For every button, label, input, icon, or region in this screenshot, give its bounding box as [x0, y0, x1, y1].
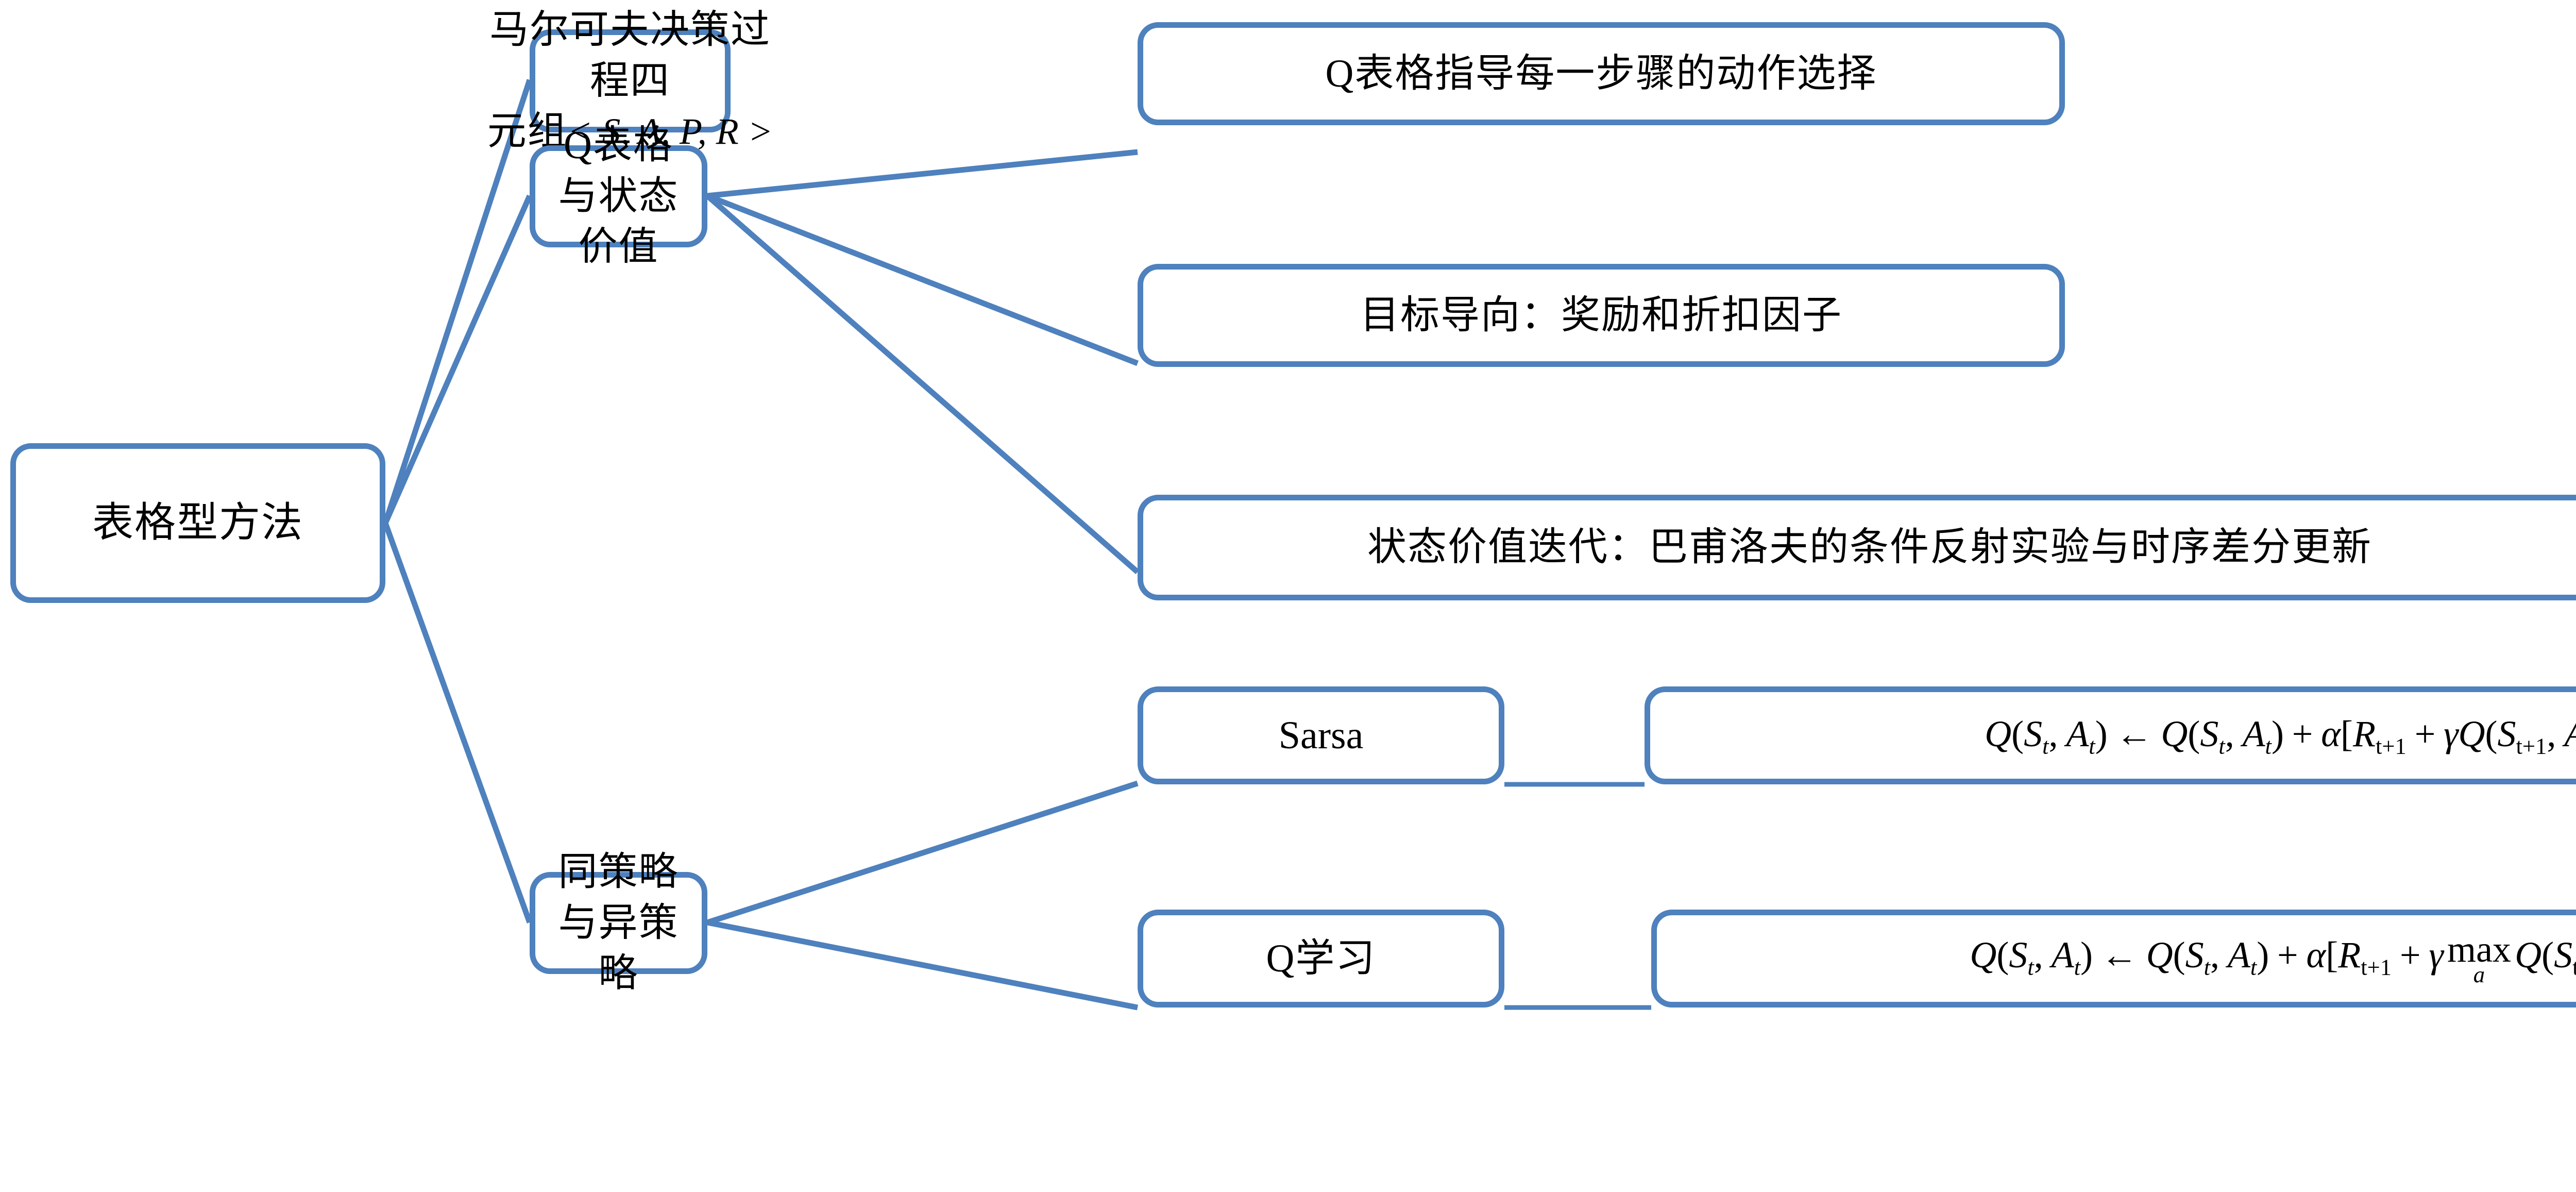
connector-qtable-to-qguide — [707, 149, 1138, 199]
node-sarsa[interactable]: Sarsa — [1138, 686, 1504, 784]
node-q-guide-label: Q表格指导每一步骤的动作选择 — [1325, 52, 1877, 95]
node-q-learning[interactable]: Q学习 — [1138, 910, 1504, 1008]
node-on-off-policy-label: 同策略与异策略 — [558, 850, 679, 996]
node-goal[interactable]: 目标导向：奖励和折扣因子 — [1138, 264, 2065, 367]
node-q-learning-label: Q学习 — [1266, 936, 1376, 980]
node-goal-label: 目标导向：奖励和折扣因子 — [1360, 293, 1842, 337]
node-q-table-label: Q表格与状态价值 — [558, 123, 679, 269]
node-mdp-label-line2: 元组 < S, A, P, R > — [487, 106, 773, 157]
node-q-learning-formula[interactable]: Q(St,At)←Q(St,At)+α[Rt+1+γmaxaQ(St+1,a)−… — [1651, 910, 2576, 1008]
node-sarsa-label: Sarsa — [1278, 713, 1364, 757]
sarsa-update-equation: Q(St,At)←Q(St,At)+α[Rt+1+γQ(St+1,At+1)−Q… — [1985, 713, 2576, 759]
connector-onoff-to-qlearning — [706, 919, 1139, 1011]
connector-qtable-to-valueiter — [705, 193, 1140, 575]
node-value-iteration-label: 状态价值迭代：巴甫洛夫的条件反射实验与时序差分更新 — [1367, 526, 2372, 569]
node-mdp-label-tuple: < S, A, P, R > — [567, 111, 773, 152]
node-sarsa-formula[interactable]: Q(St,At)←Q(St,At)+α[Rt+1+γQ(St+1,At+1)−Q… — [1645, 686, 2576, 784]
node-root[interactable]: 表格型方法 — [10, 443, 385, 603]
node-mdp-label: 马尔可夫决策过程四 元组 < S, A, P, R > — [487, 5, 773, 157]
node-value-iteration[interactable]: 状态价值迭代：巴甫洛夫的条件反射实验与时序差分更新 — [1138, 495, 2576, 600]
node-q-guide[interactable]: Q表格指导每一步骤的动作选择 — [1138, 22, 2065, 125]
connector-qtable-to-goal — [706, 193, 1139, 366]
node-mdp[interactable]: 马尔可夫决策过程四 元组 < S, A, P, R > — [487, 8, 773, 154]
connector-root-to-qtable — [382, 194, 533, 525]
node-on-off-policy[interactable]: 同策略与异策略 — [530, 850, 707, 995]
node-root-label: 表格型方法 — [92, 500, 303, 546]
node-mdp-label-line1: 马尔可夫决策过程四 — [489, 8, 771, 103]
connector-onoff-to-sarsa — [706, 780, 1139, 926]
q-learning-update-equation: Q(St,At)←Q(St,At)+α[Rt+1+γmaxaQ(St+1,a)−… — [1970, 928, 2576, 987]
node-q-table[interactable]: Q表格与状态价值 — [530, 124, 707, 268]
connector-root-to-onoff — [382, 522, 533, 924]
